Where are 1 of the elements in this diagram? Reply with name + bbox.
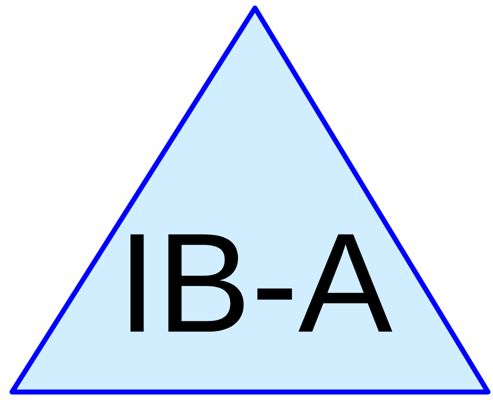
triangle-node: IB-A	[10, 6, 490, 394]
